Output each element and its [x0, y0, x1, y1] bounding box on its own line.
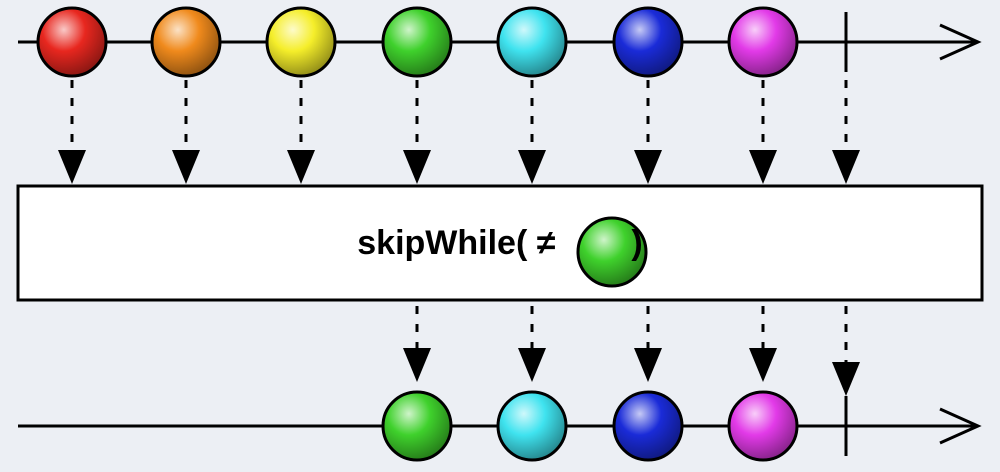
input-arrow-7-head [749, 150, 777, 184]
input-marble-yellow [265, 6, 337, 78]
input-complete-arrow-head [832, 150, 860, 184]
input-marble-magenta [727, 6, 799, 78]
output-marble-magenta [727, 390, 799, 462]
input-arrow-1-head [58, 150, 86, 184]
operator-predicate-ball [576, 216, 648, 288]
input-arrow-3-head [287, 150, 315, 184]
input-marble-blue [612, 6, 684, 78]
output-marble-cyan [496, 390, 568, 462]
output-complete-arrow-head [832, 362, 860, 396]
output-arrow-1-head [403, 348, 431, 382]
input-arrow-5-head [518, 150, 546, 184]
input-marble-green [381, 6, 453, 78]
output-timeline-arrowhead [939, 407, 982, 445]
output-arrow-2-head [518, 348, 546, 382]
output-arrow-4-head [749, 348, 777, 382]
output-arrow-3-head [634, 348, 662, 382]
input-timeline-arrowhead [939, 23, 982, 61]
input-arrow-4-head [403, 150, 431, 184]
input-arrow-6-head [634, 150, 662, 184]
input-arrow-2-head [172, 150, 200, 184]
input-marble-orange [150, 6, 222, 78]
input-marble-red [36, 6, 108, 78]
output-marble-green [381, 390, 453, 462]
operator-box [16, 184, 984, 302]
input-marble-cyan [496, 6, 568, 78]
output-marble-blue [612, 390, 684, 462]
